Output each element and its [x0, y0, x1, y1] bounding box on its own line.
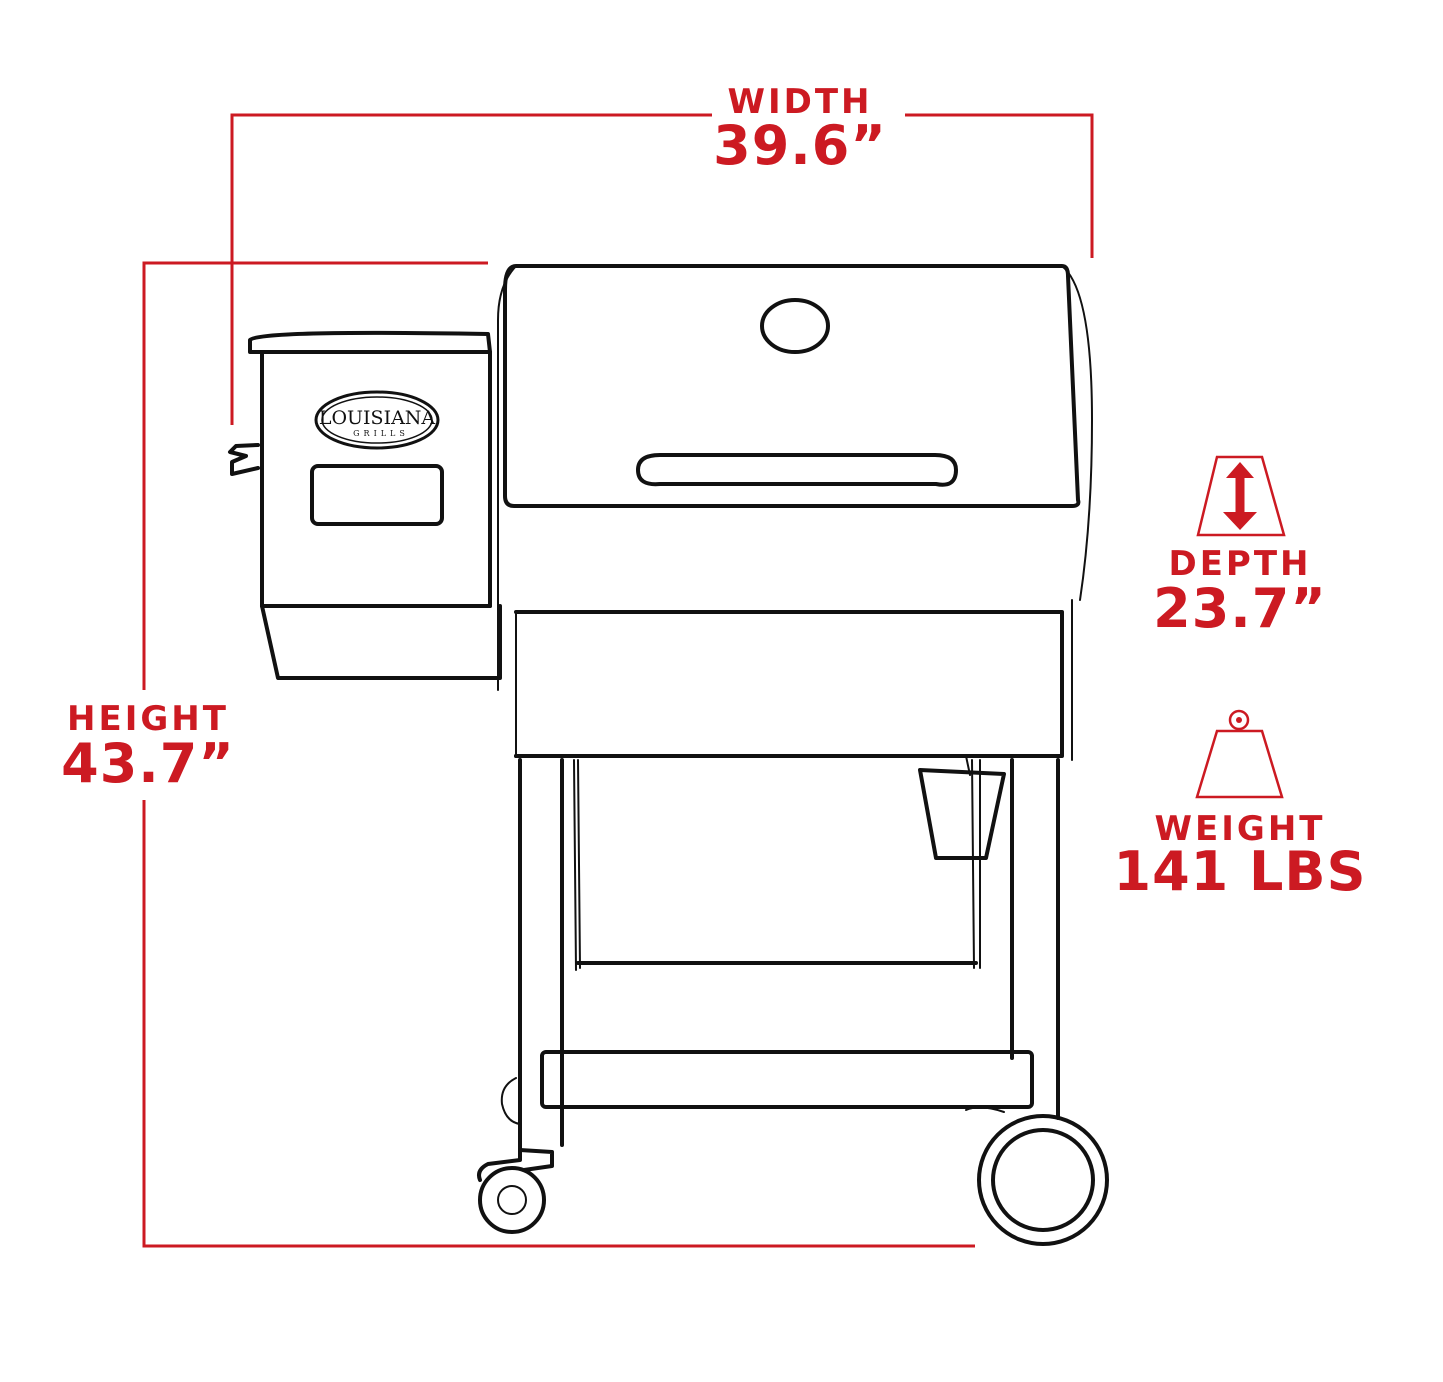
rear-wheel-left: [500, 1077, 521, 1125]
height-label: HEIGHT: [67, 699, 229, 739]
grill-cart: [514, 754, 1062, 1147]
pellet-hopper: LOUISIANA GRILLS: [228, 330, 502, 680]
weight-label: WEIGHT: [1155, 809, 1326, 849]
grill-body: [514, 599, 1073, 761]
main-wheel: [965, 1106, 1109, 1246]
svg-text:GRILLS: GRILLS: [353, 429, 409, 438]
depth-label: DEPTH: [1168, 544, 1311, 584]
grill-lid: [497, 264, 1094, 691]
hopper-latch: [228, 443, 260, 476]
brand-logo: LOUISIANA GRILLS: [314, 390, 440, 450]
grease-bucket: [918, 768, 1006, 860]
svg-text:LOUISIANA: LOUISIANA: [319, 407, 436, 429]
bottom-shelf: [540, 1050, 1034, 1109]
width-value: 39.6”: [713, 114, 887, 177]
thermometer-icon: [760, 298, 830, 354]
weight-icon: [1195, 709, 1284, 799]
hopper-window: [310, 464, 444, 526]
lid-handle: [636, 453, 958, 487]
caster-wheel: [477, 1140, 554, 1234]
weight-value: 141 LBS: [1114, 840, 1367, 903]
depth-value: 23.7”: [1153, 577, 1327, 640]
height-dimension-line: [142, 261, 975, 1248]
width-dimension-line: [230, 113, 1094, 425]
height-value: 43.7”: [61, 732, 235, 795]
width-label: WIDTH: [727, 82, 872, 122]
depth-arrow-icon: [1196, 455, 1286, 537]
